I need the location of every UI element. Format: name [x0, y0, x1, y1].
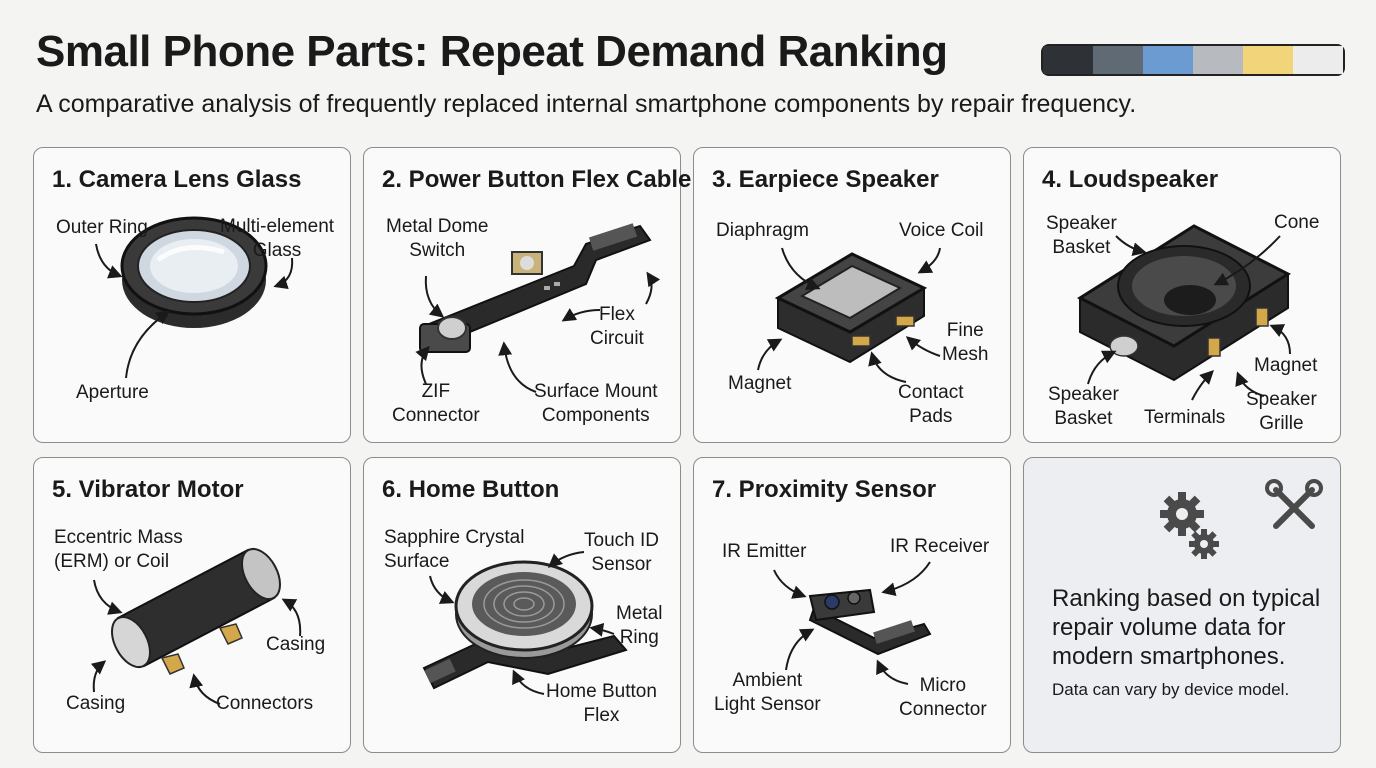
label-micro-connector: Micro Connector [899, 675, 987, 720]
label-fine-mesh: Fine Mesh [942, 320, 989, 365]
card-home-button: 6. Home Button Sapphire Crystal Surface … [363, 457, 681, 753]
loudspeaker-illustration [1076, 224, 1292, 401]
label-ambient-light-sensor: Ambient Light Sensor [714, 670, 821, 715]
label-casing-right: Casing [266, 634, 326, 655]
label-metal-dome-switch: Metal Dome Switch [386, 216, 489, 261]
label-magnet: Magnet [728, 373, 792, 394]
card-earpiece-speaker: 3. Earpiece Speaker Diaphragm Voice Coil… [693, 147, 1011, 443]
swatch [1143, 46, 1193, 74]
swatch [1243, 46, 1293, 74]
label-speaker-basket-bottom: Speaker Basket [1048, 384, 1119, 429]
card-title: 5. Vibrator Motor [52, 476, 244, 503]
label-sapphire-crystal-surface: Sapphire Crystal Surface [384, 527, 525, 572]
page-subtitle: A comparative analysis of frequently rep… [36, 90, 1137, 118]
label-aperture: Aperture [76, 382, 149, 403]
card-camera-lens-glass: 1. Camera Lens Glass Outer Ring Multi-el… [33, 147, 351, 443]
camera-lens-illustration [95, 216, 294, 379]
card-power-button-flex-cable: 2. Power Button Flex Cable Metal Dome Sw… [363, 147, 691, 443]
label-flex-circuit: Flex Circuit [590, 304, 644, 349]
swatch [1093, 46, 1143, 74]
home-button-illustration [422, 551, 628, 695]
label-surface-mount-components: Surface Mount Components [534, 381, 658, 426]
label-eccentric-mass: Eccentric Mass (ERM) or Coil [54, 527, 183, 572]
label-touch-id-sensor: Touch ID Sensor [584, 530, 659, 575]
label-zif-connector: ZIF Connector [392, 381, 480, 426]
data-variance-note: Data can vary by device model. [1052, 680, 1290, 699]
label-multi-element-glass: Multi-element Glass [220, 216, 335, 261]
card-title: 3. Earpiece Speaker [712, 166, 939, 193]
label-outer-ring: Outer Ring [56, 217, 148, 238]
card-proximity-sensor: 7. Proximity Sensor IR Emitter IR Receiv… [693, 457, 1011, 753]
gears-icon [1160, 492, 1219, 559]
label-connectors: Connectors [216, 693, 314, 714]
card-title: 1. Camera Lens Glass [52, 166, 302, 193]
swatch [1193, 46, 1243, 74]
card-title: 4. Loudspeaker [1042, 166, 1219, 193]
label-contact-pads: Contact Pads [898, 382, 964, 427]
label-ir-receiver: IR Receiver [890, 536, 990, 557]
card-info-note: Ranking based on typical repair volume d… [1023, 457, 1341, 753]
label-casing-left: Casing [66, 693, 126, 714]
page-title: Small Phone Parts: Repeat Demand Ranking [36, 27, 948, 76]
ranking-note: Ranking based on typical repair volume d… [1052, 585, 1321, 670]
card-title: 6. Home Button [382, 476, 560, 503]
card-loudspeaker: 4. Loudspeaker Speaker Basket Cone Magne… [1023, 147, 1341, 443]
swatch [1293, 46, 1343, 74]
label-cone: Cone [1274, 212, 1320, 233]
label-home-button-flex: Home Button Flex [546, 681, 657, 726]
label-metal-ring: Metal Ring [616, 603, 663, 648]
label-diaphragm: Diaphragm [716, 220, 809, 241]
swatch [1043, 46, 1093, 74]
card-title: 7. Proximity Sensor [712, 476, 937, 503]
vibrator-motor-illustration [90, 548, 302, 705]
color-palette-bar [1041, 44, 1345, 76]
card-title: 2. Power Button Flex Cable [382, 166, 692, 193]
card-vibrator-motor: 5. Vibrator Motor Eccentric Mass (ERM) o… [33, 457, 351, 753]
label-voice-coil: Voice Coil [899, 220, 984, 241]
label-magnet: Magnet [1254, 355, 1318, 376]
label-speaker-basket-top: Speaker Basket [1046, 213, 1117, 258]
tools-icon [1265, 479, 1323, 529]
earpiece-speaker-illustration [757, 247, 941, 383]
label-ir-emitter: IR Emitter [722, 541, 807, 562]
flex-cable-illustration [415, 223, 661, 393]
proximity-sensor-illustration [773, 561, 932, 685]
label-speaker-grille: Speaker Grille [1246, 389, 1317, 434]
label-terminals: Terminals [1144, 407, 1226, 428]
